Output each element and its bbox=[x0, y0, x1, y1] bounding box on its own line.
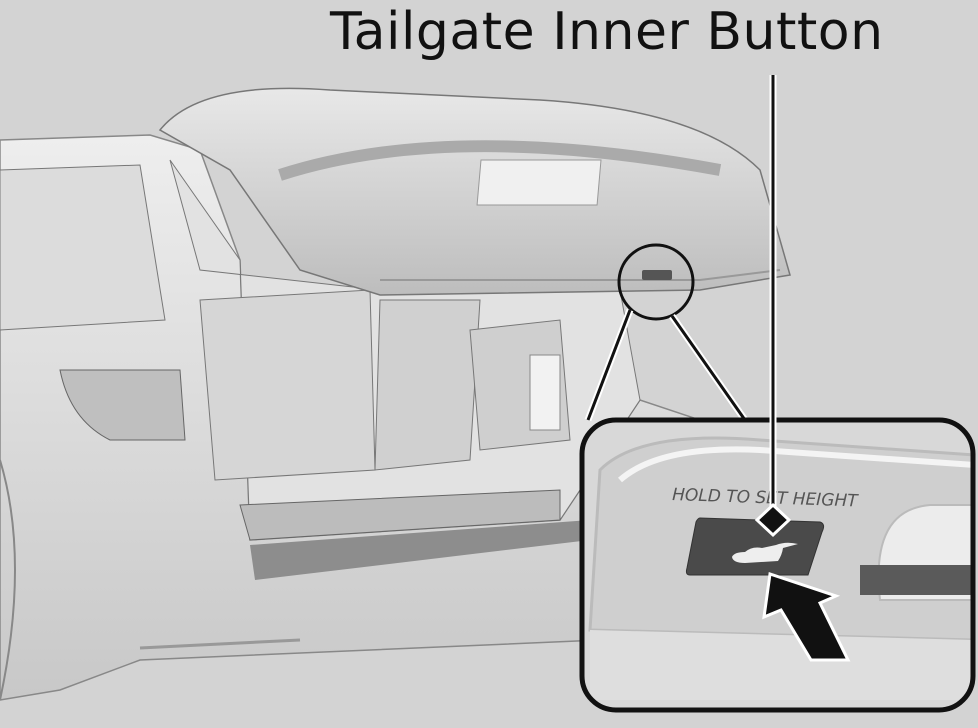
inset-detail: HOLD TO SET HEIGHT bbox=[579, 417, 976, 713]
tailgate-open-vehicle-icon bbox=[732, 542, 798, 563]
label-leader-line bbox=[754, 75, 792, 538]
tailgate-inner-button[interactable] bbox=[685, 517, 825, 576]
van-body bbox=[0, 134, 721, 701]
callout-label: Tailgate Inner Button bbox=[330, 2, 884, 62]
arrow-icon bbox=[762, 572, 851, 662]
cargo-area bbox=[169, 159, 641, 580]
tailgate bbox=[158, 87, 791, 296]
callout-connector bbox=[584, 243, 748, 423]
